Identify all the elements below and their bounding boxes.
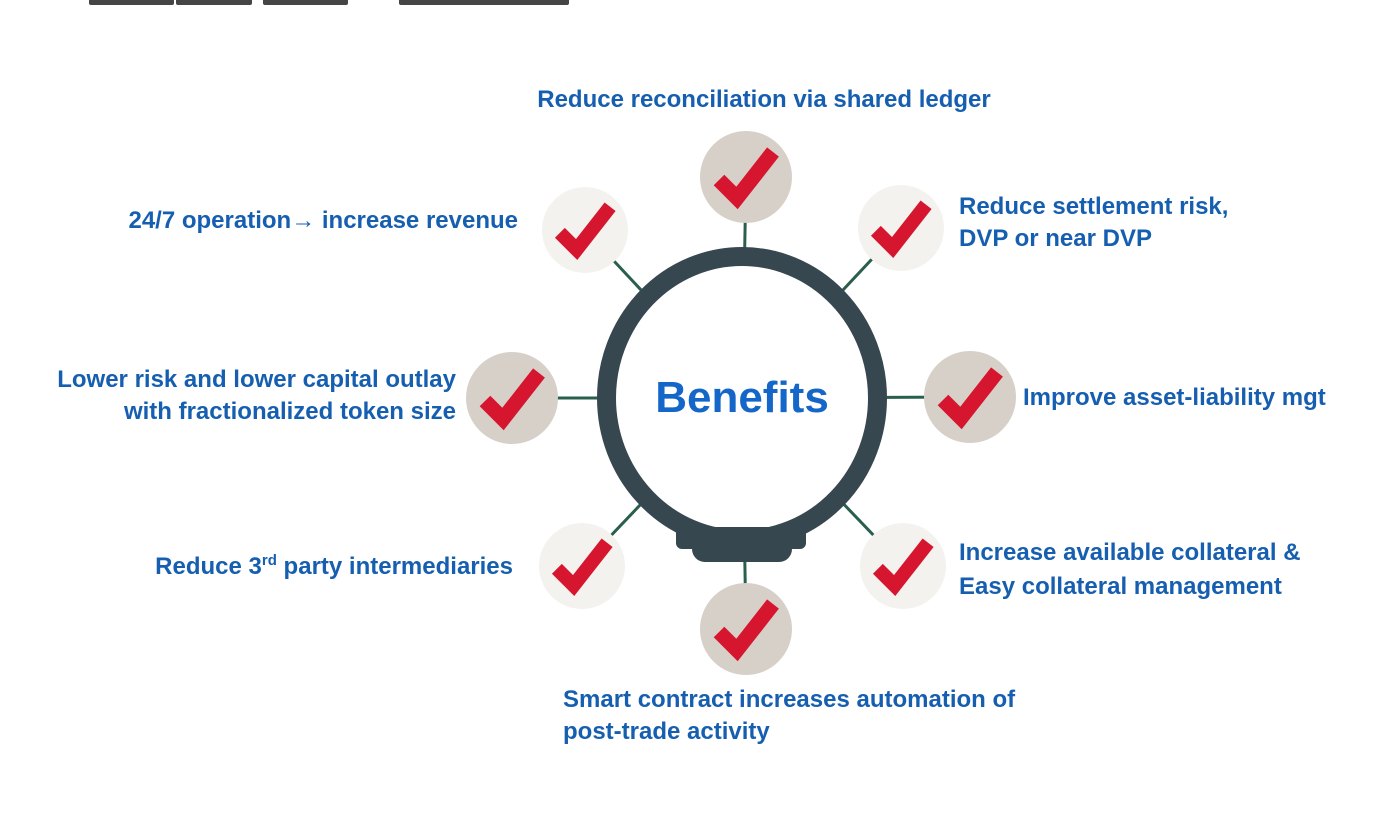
checkmark-icon <box>479 368 545 431</box>
cropped-title-fragment <box>399 0 569 5</box>
label-line: Lower risk and lower capital outlay <box>57 366 456 393</box>
label-text-part: party intermediaries <box>276 553 513 580</box>
checkmark-icon <box>554 202 616 261</box>
node-lower-right <box>860 523 946 609</box>
cropped-title-fragment <box>263 0 348 5</box>
label-superscript: rd <box>261 552 277 569</box>
label-line: post-trade activity <box>563 718 770 745</box>
label-line: with fractionalized token size <box>123 398 456 425</box>
checkmark-icon <box>937 367 1003 430</box>
label-reduce-reconciliation: Reduce reconciliation via shared ledger <box>537 86 991 113</box>
label-line: Easy collateral management <box>959 573 1282 600</box>
label-line: Smart contract increases automation of <box>563 686 1016 713</box>
label-247-operation: 24/7 operation→ increase revenue <box>128 207 518 234</box>
label-reduce-settlement-risk: Reduce settlement risk, DVP or near DVP <box>959 191 1228 255</box>
cropped-title-fragment <box>89 0 174 5</box>
cropped-title-fragment <box>176 0 252 5</box>
checkmark-icon <box>870 200 932 259</box>
checkmark-icon <box>713 599 779 662</box>
node-upper-right <box>858 185 944 271</box>
label-reduce-3rd-party: Reduce 3rd party intermediaries <box>155 551 513 583</box>
checkmark-icon <box>551 538 613 597</box>
node-top <box>700 131 792 223</box>
node-bottom <box>700 583 792 675</box>
label-line: Increase available collateral & <box>959 539 1301 566</box>
node-lower-left <box>539 523 625 609</box>
center-label: Benefits <box>655 373 829 422</box>
node-upper-left <box>542 187 628 273</box>
label-smart-contract: Smart contract increases automation of p… <box>563 684 1015 748</box>
label-lower-risk-capital-outlay: Lower risk and lower capital outlay with… <box>57 364 456 428</box>
node-left <box>466 352 558 444</box>
ring-bottom-bump <box>692 530 792 562</box>
label-text-part: Reduce 3 <box>155 553 262 580</box>
node-right <box>924 351 1016 443</box>
label-improve-asset-liability: Improve asset-liability mgt <box>1023 384 1326 411</box>
label-increase-collateral: Increase available collateral & Easy col… <box>959 536 1301 604</box>
label-line: DVP or near DVP <box>959 225 1152 252</box>
checkmark-icon <box>872 538 934 597</box>
checkmark-icon <box>713 147 779 210</box>
label-line: Reduce settlement risk, <box>959 193 1229 220</box>
